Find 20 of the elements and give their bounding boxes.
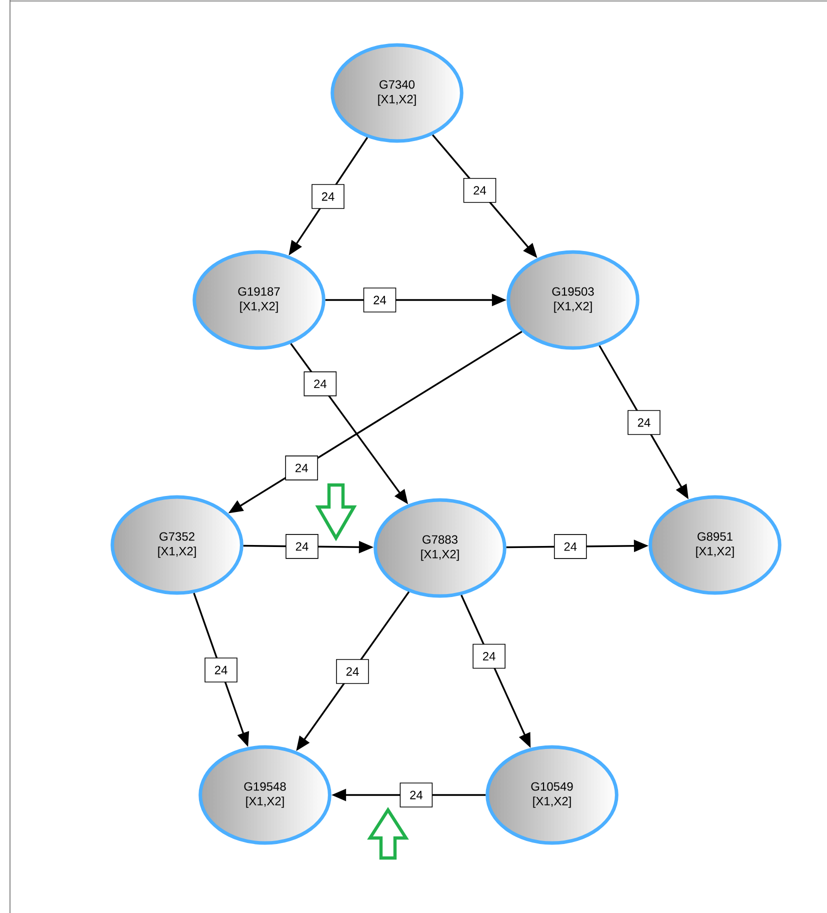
edge-label: 24: [204, 658, 238, 682]
ellipse-node: G19187 [X1,X2]: [192, 250, 326, 350]
ellipse-node: G7340 [X1,X2]: [330, 43, 464, 143]
edge-label: 24: [554, 534, 587, 559]
edge-label: 24: [286, 534, 318, 559]
ellipse-node: G8951 [X1,X2]: [648, 495, 782, 595]
edge-label: 24: [363, 288, 396, 312]
edge-label: 24: [336, 659, 369, 684]
edge-label: 24: [463, 178, 496, 203]
ellipse-node: G7352 [X1,X2]: [110, 495, 244, 595]
ellipse-node: G7883 [X1,X2]: [374, 498, 506, 598]
ellipse-node: G10549 [X1,X2]: [486, 745, 618, 845]
edge-label: 24: [400, 782, 433, 808]
edge-label: 24: [472, 644, 506, 669]
edge-label: 24: [285, 456, 318, 480]
ellipse-node: G19503 [X1,X2]: [506, 250, 640, 350]
ellipse-node: G19548 [X1,X2]: [198, 745, 332, 845]
edge-label: 24: [304, 371, 337, 396]
edge-label: 24: [628, 410, 660, 435]
edge-label: 24: [312, 184, 344, 209]
